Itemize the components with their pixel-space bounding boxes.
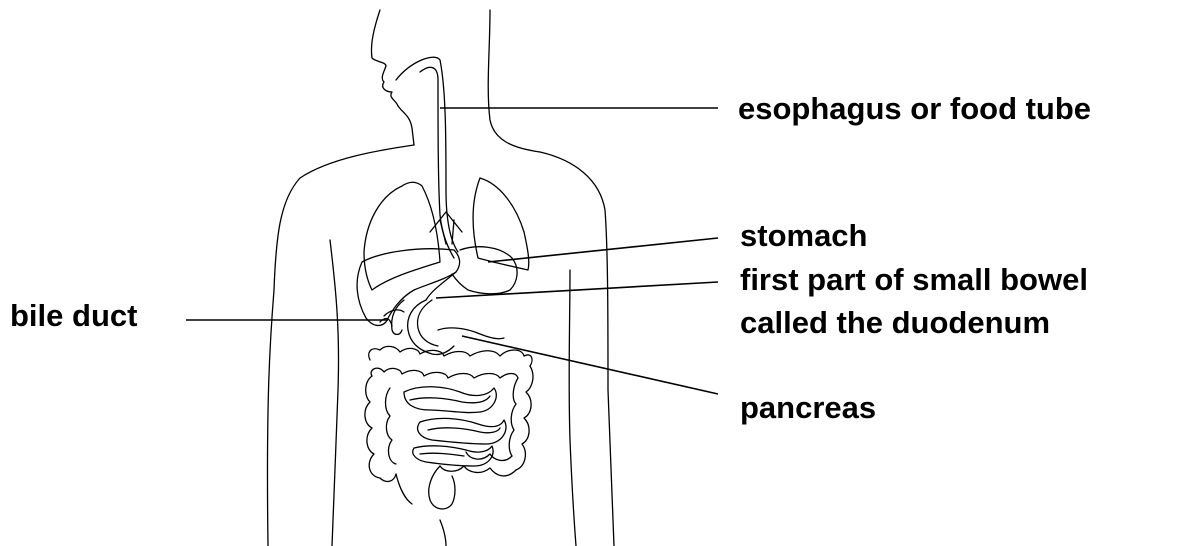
body-outline (267, 10, 614, 546)
leader-line-pancreas (462, 336, 718, 394)
esophagus (396, 57, 462, 258)
leader-line-duodenum (436, 282, 718, 298)
label-bile-duct: bile duct (10, 298, 137, 333)
label-stomach: stomach (740, 218, 867, 253)
label-duodenum-line1: first part of small bowel (740, 262, 1088, 297)
leader-lines (186, 108, 718, 394)
label-esophagus: esophagus or food tube (738, 91, 1091, 126)
label-duodenum-line2: called the duodenum (740, 305, 1050, 340)
liver (357, 249, 460, 326)
label-pancreas: pancreas (740, 390, 876, 425)
pancreas (438, 328, 504, 339)
leader-line-stomach (488, 238, 718, 262)
